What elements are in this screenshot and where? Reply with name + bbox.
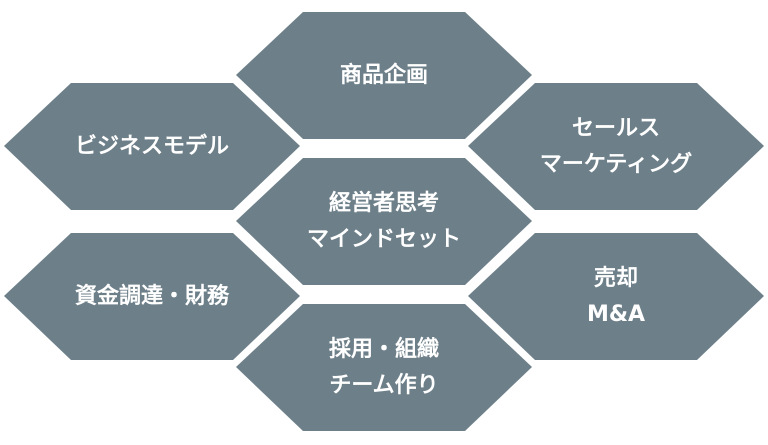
label-fundraising-finance: 資金調達・財務 — [4, 233, 300, 360]
hexagon-product-planning — [236, 12, 532, 139]
hexagon-hiring-team — [236, 304, 532, 431]
label-line: セールス — [571, 115, 660, 141]
label-line: 売却 — [593, 265, 638, 291]
hexagon-business-model — [4, 83, 300, 210]
label-line: マインドセット — [306, 226, 461, 252]
label-line: M&A — [586, 301, 646, 327]
label-sale-ma: 売却 M&A — [468, 233, 764, 360]
label-sales-marketing: セールス マーケティング — [468, 83, 764, 210]
label-line: 経営者思考 — [328, 190, 439, 216]
label-business-model: ビジネスモデル — [4, 83, 300, 210]
label-hiring-team: 採用・組織 チーム作り — [236, 304, 532, 431]
label-line: 採用・組織 — [328, 336, 439, 362]
hexagon-management-mindset — [236, 158, 532, 285]
label-line: 商品企画 — [339, 62, 428, 88]
label-line: ビジネスモデル — [74, 133, 229, 159]
label-line: チーム作り — [329, 372, 439, 398]
label-line: マーケティング — [539, 151, 693, 177]
label-management-mindset: 経営者思考 マインドセット — [236, 158, 532, 285]
label-line: 資金調達・財務 — [74, 283, 229, 309]
label-product-planning: 商品企画 — [236, 12, 532, 139]
hexagon-sale-ma — [468, 233, 764, 360]
hexagon-fundraising-finance — [4, 233, 300, 360]
hexagon-sales-marketing — [468, 83, 764, 210]
